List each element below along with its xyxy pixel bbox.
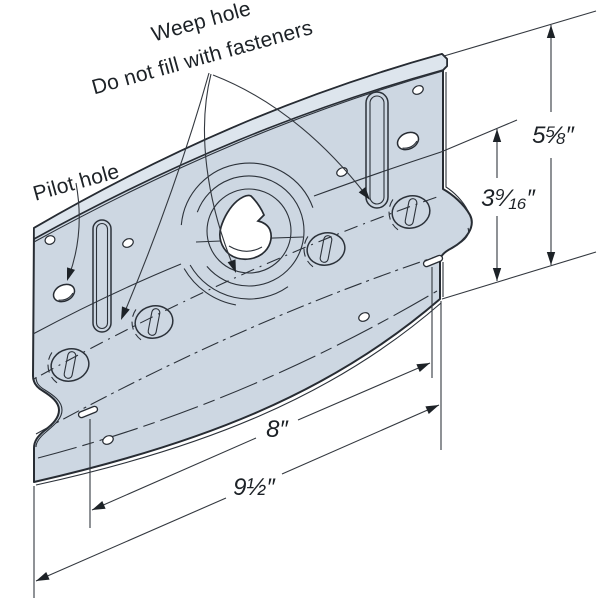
bracket-plate: [32, 53, 473, 486]
dimension-arrowhead: [492, 268, 502, 281]
dimension-arrowhead: [546, 252, 556, 265]
dimension-arrowhead: [92, 501, 106, 510]
rib-line-lower: [37, 290, 438, 459]
dimension-partial-height-value: 3⁹⁄₁₆″: [481, 185, 536, 212]
dimension-partial-height: 3⁹⁄₁₆″: [440, 119, 536, 281]
pilot-hole: [52, 283, 76, 303]
dimension-overall-width-value: 9½″: [233, 474, 276, 501]
rib-line-mid: [35, 255, 439, 435]
edge-thickness-bottom: [35, 302, 442, 486]
slotted-emboss-3: [303, 232, 346, 268]
dimension-overall-width: 9½″: [33, 301, 442, 598]
dimension-arrowhead: [492, 129, 502, 142]
slotted-emboss-2: [131, 305, 174, 341]
flange-fold-line: [33, 70, 444, 243]
dimension-overall-height: 5⅝″: [441, 10, 597, 300]
fastener-slot-right: [365, 91, 389, 209]
top-flange: [33, 53, 448, 240]
edge-thickness-right: [442, 72, 470, 297]
dimension-arrowhead: [416, 363, 430, 372]
small-hole: [358, 312, 370, 322]
leader-arrowhead: [121, 306, 130, 320]
weep-hole-leaders: [121, 72, 370, 320]
keyhole-knockout: [219, 194, 272, 261]
plate-face: [32, 53, 473, 483]
anchor-centerline: [32, 151, 442, 335]
fastener-slot-left: [92, 219, 112, 333]
leader-arrowhead: [358, 187, 370, 200]
dimension-arrowhead: [546, 25, 556, 38]
rib-line-upper: [33, 196, 438, 380]
dimension-slot-spacing: 8″: [89, 267, 433, 528]
slotted-emboss-4: [388, 195, 431, 231]
small-hole: [102, 435, 114, 445]
small-hole: [122, 238, 134, 248]
dimension-slot-spacing-value: 8″: [266, 416, 289, 443]
leader-arrowhead: [227, 259, 236, 273]
small-hole: [412, 85, 424, 95]
dimension-arrowhead: [36, 571, 50, 581]
dimension-arrowhead: [425, 405, 439, 415]
dimension-overall-height-value: 5⅝″: [532, 122, 575, 149]
pilot-hole-upper: [396, 131, 420, 151]
edge-thickness-notch: [35, 376, 63, 448]
weep-slot-left: [77, 405, 99, 419]
leader-arrowhead: [67, 267, 76, 281]
weep-slot-right: [422, 254, 444, 268]
flange-hole: [44, 235, 56, 245]
slotted-emboss-1: [47, 348, 90, 384]
pilot-hole-leader: [67, 182, 80, 281]
